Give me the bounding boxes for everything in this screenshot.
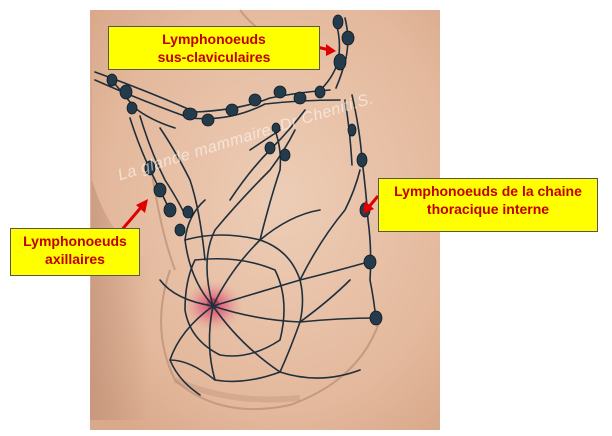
label-supraclavicular-line2: sus-claviculaires: [157, 49, 271, 65]
lymph-nodes: [106, 14, 383, 326]
label-internal-thoracic-line2: thoracique interne: [426, 201, 550, 217]
label-internal-thoracic-line1: Lymphonoeuds de la chaine: [394, 183, 582, 199]
arrow-axillary: [118, 204, 145, 233]
label-axillary-line1: Lymphonoeuds: [23, 233, 127, 249]
label-internal-thoracic-nodes: Lymphonoeuds de la chaine thoracique int…: [378, 178, 598, 232]
label-supraclavicular-line1: Lymphonoeuds: [162, 31, 266, 47]
label-axillary-line2: axillaires: [45, 251, 105, 267]
label-supraclavicular-nodes: Lymphonoeuds sus-claviculaires: [108, 26, 320, 70]
label-axillary-nodes: Lymphonoeuds axillaires: [10, 228, 140, 276]
